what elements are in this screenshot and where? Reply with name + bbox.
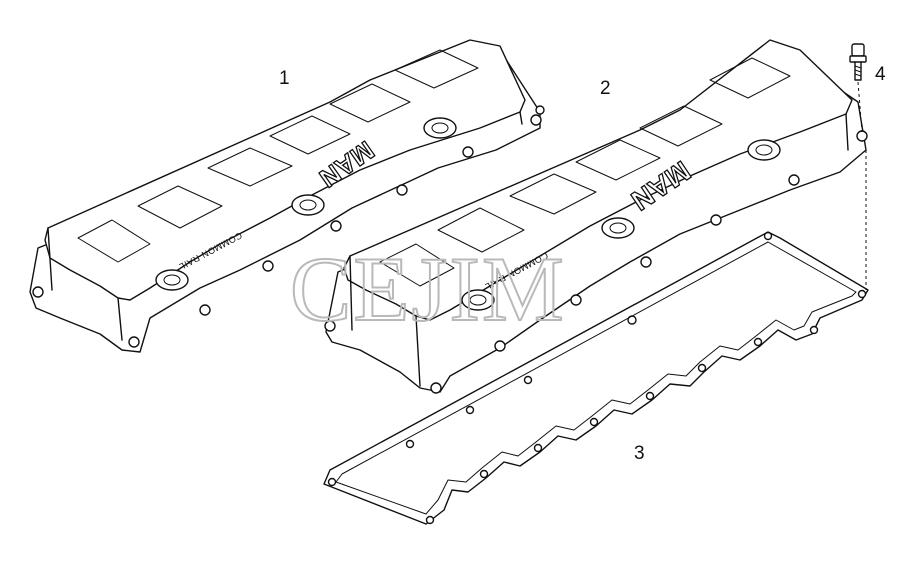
callout-4: 4 [875, 64, 886, 85]
valve-cover-1-body [44, 39, 526, 301]
valve-cover-2-boss-c [747, 139, 781, 161]
valve-cover-2-body [343, 39, 853, 321]
callout-3: 3 [634, 443, 645, 464]
gasket-outer-edge [323, 231, 869, 525]
valve-cover-2-boss-b [601, 217, 635, 239]
bolt-4-shank [854, 61, 862, 81]
valve-cover-gasket[interactable] [323, 231, 869, 525]
bolt-4-collar [849, 55, 867, 63]
valve-cover-1-boss-c [423, 117, 457, 139]
callout-1: 1 [279, 68, 290, 89]
valve-cover-1-studs [32, 105, 545, 348]
valve-cover-2-bolt-holes [324, 130, 868, 394]
valve-cover-2-boss-a [461, 289, 495, 311]
valve-cover-1[interactable]: MAN COMMON RAIL [29, 39, 545, 353]
watermark: CEJIM [290, 238, 566, 340]
valve-cover-1-boss-a [155, 269, 189, 291]
valve-cover-1-boss-b [291, 194, 325, 216]
bolt-4[interactable] [849, 43, 867, 290]
gasket-bolt-holes [327, 231, 867, 525]
bolt-4-axis-line [857, 81, 863, 133]
bolt-4-head [851, 43, 865, 57]
callout-2: 2 [600, 78, 611, 99]
gasket-inner-edge [335, 241, 857, 515]
valve-cover-2[interactable]: MAN COMMON RAIL [324, 39, 868, 394]
